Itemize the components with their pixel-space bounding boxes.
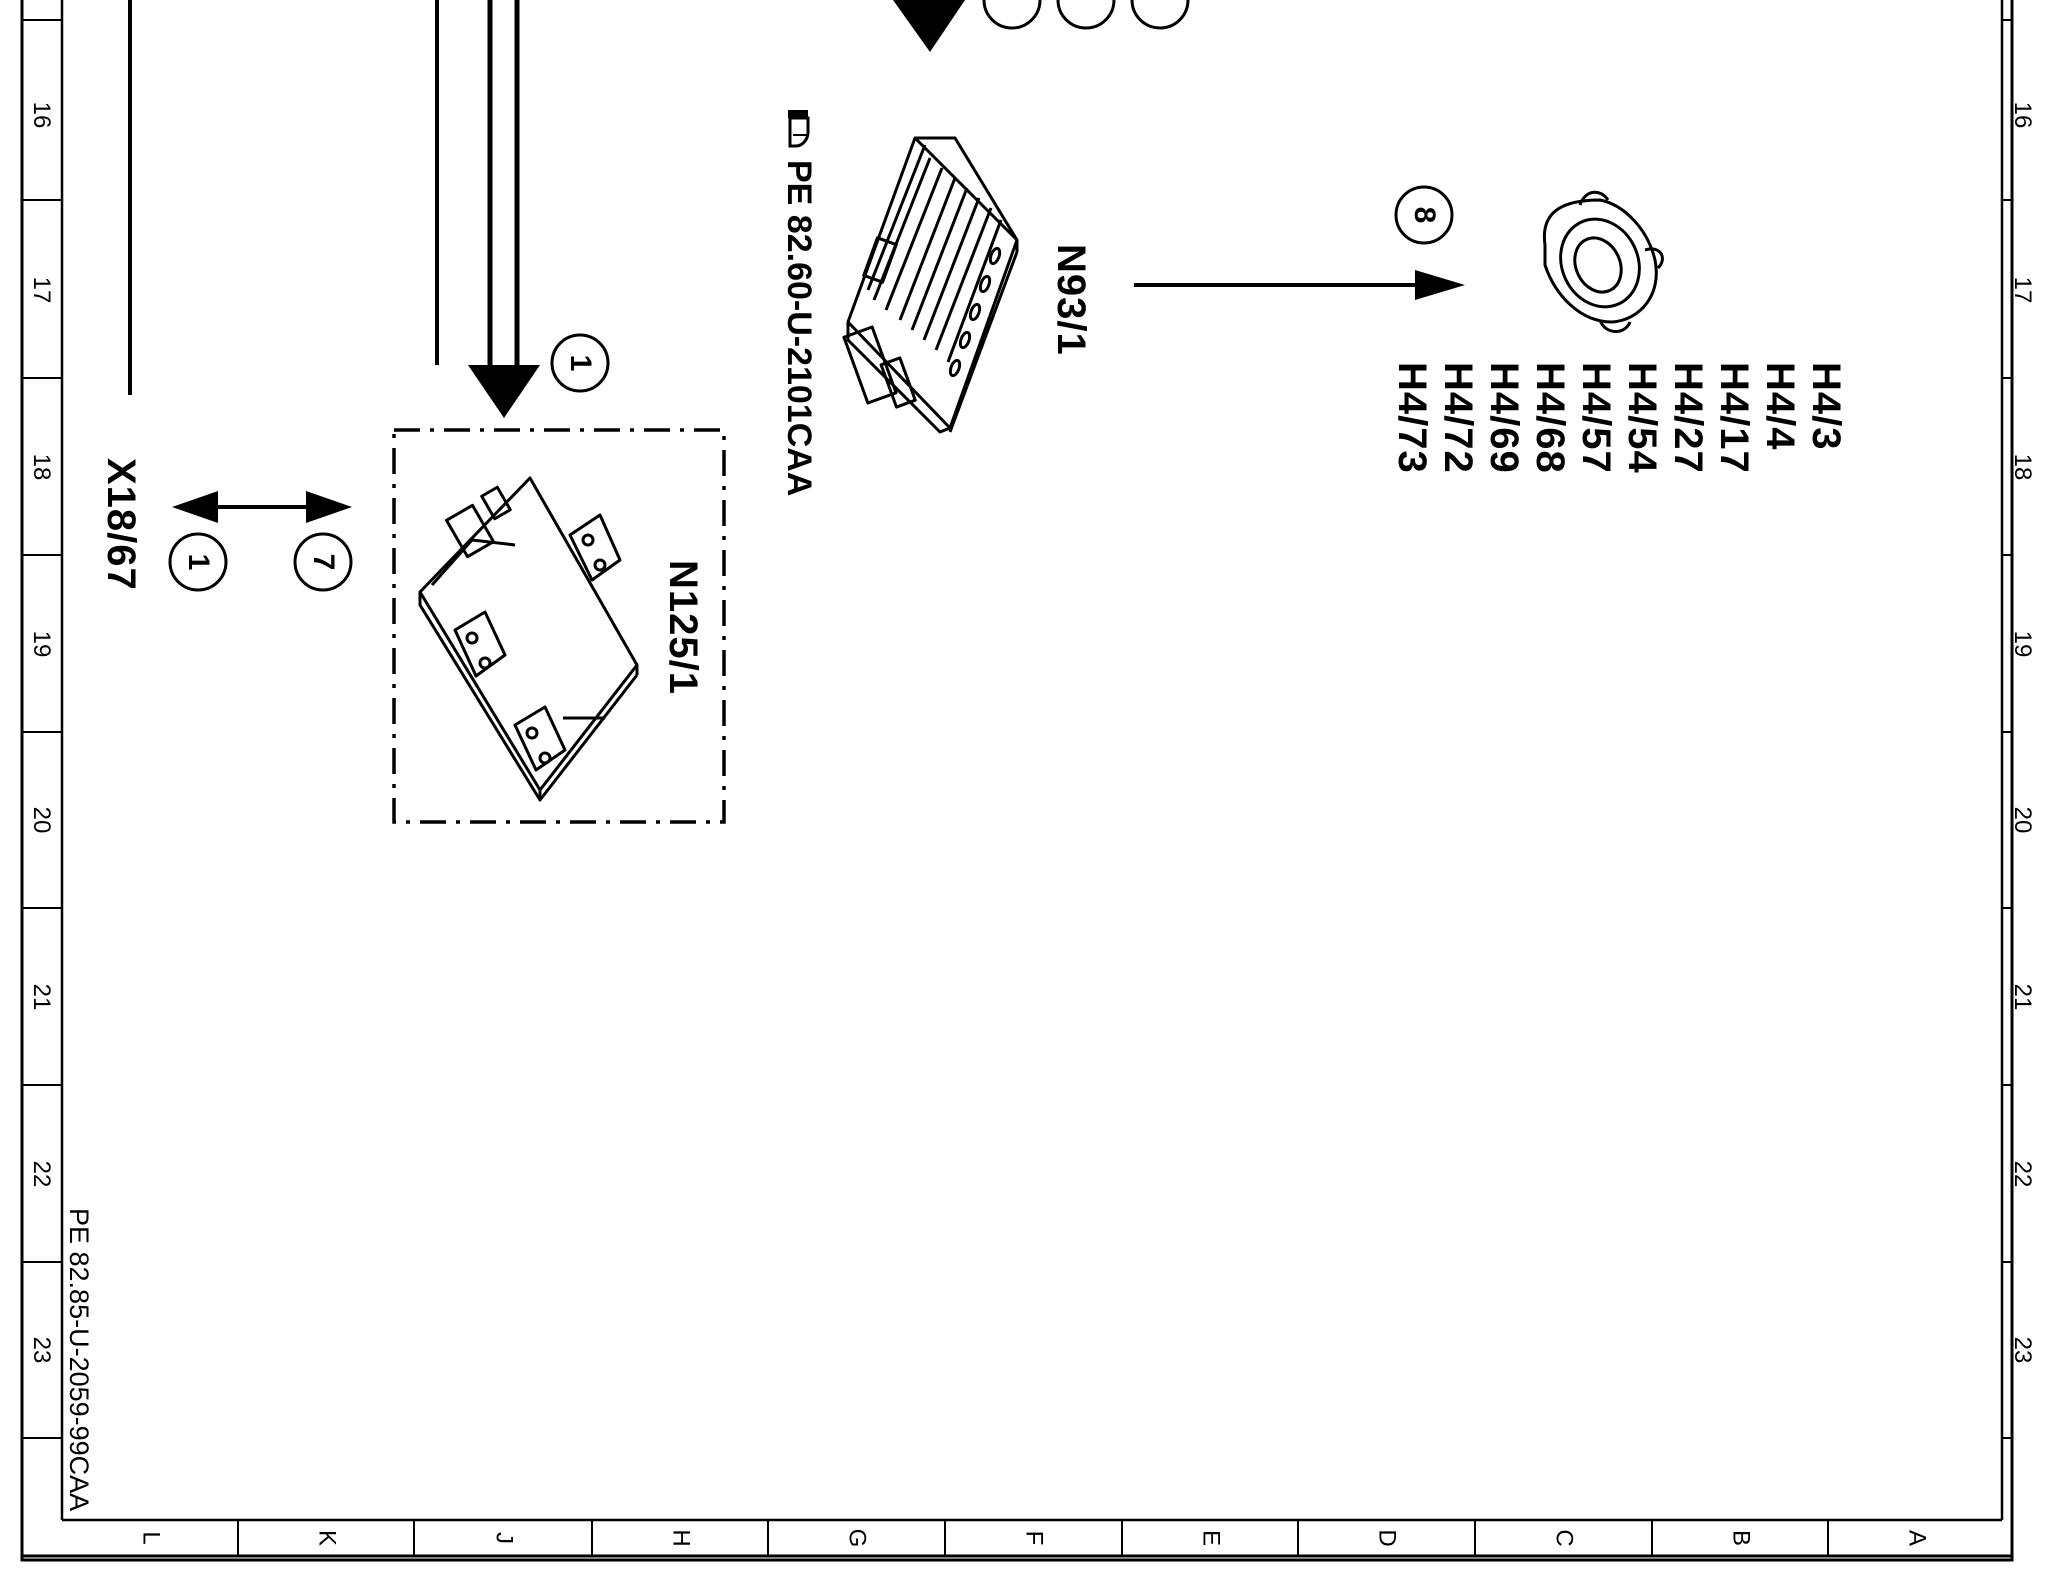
module-n93-reference: PE 82.60-U-2101CAA	[780, 160, 818, 496]
amplifier-n93-icon	[842, 136, 1019, 434]
arrow-right-to-speaker-icon	[1415, 270, 1465, 300]
col-label-H: H	[668, 1529, 695, 1546]
module-n93-1: PE 82.60-U-2101CAA N93/1	[780, 110, 1465, 496]
row-label-22-left: 22	[28, 1161, 55, 1188]
speaker-label-1: H4/4	[1758, 362, 1802, 451]
col-label-A: A	[1904, 1530, 1931, 1546]
row-label-18-left: 18	[28, 454, 55, 481]
row-label-23-left: 23	[28, 1337, 55, 1364]
callout-8: 8	[1408, 207, 1441, 224]
row-label-20-left: 20	[28, 807, 55, 834]
connector-label: X18/67	[99, 458, 143, 591]
col-label-C: C	[1551, 1529, 1578, 1546]
callout-1b: 1	[564, 355, 597, 372]
row-label-21-right: 21	[2009, 984, 2036, 1011]
row-label-17-right: 17	[2009, 277, 2036, 304]
arrow-right-icon	[306, 491, 352, 523]
upstream-wires	[128, 0, 520, 395]
connector-x18-67: X18/67 1 7	[99, 458, 353, 592]
row-label-22-right: 22	[2009, 1161, 2036, 1188]
module-n93-label: N93/1	[1049, 244, 1093, 356]
row-label-18-right: 18	[2009, 454, 2036, 481]
callout-7-circle-icon	[293, 532, 353, 592]
speaker-group: 8 H4/3 H4/4 H4/17 H4/27 H4/54 H4/57 H4/6…	[1390, 185, 1848, 474]
callout-8-circle-icon	[1394, 185, 1454, 245]
speaker-label-5: H4/57	[1574, 362, 1618, 474]
col-label-G: G	[844, 1529, 871, 1548]
row-label-17-left: 17	[28, 277, 55, 304]
pointing-hand-icon	[788, 110, 810, 148]
col-label-F: F	[1021, 1531, 1048, 1546]
document-code: PE 82.85-U-2059-99CAA	[64, 1208, 94, 1511]
speaker-label-8: H4/72	[1436, 362, 1480, 474]
flow-arrow-down-icon	[468, 365, 540, 418]
speaker-label-7: H4/69	[1482, 362, 1526, 474]
callout-1: 1	[182, 554, 215, 571]
row-label-19-left: 19	[28, 631, 55, 658]
row-label-19-right: 19	[2009, 631, 2036, 658]
speaker-label-2: H4/17	[1712, 362, 1756, 474]
arrow-left-icon	[172, 491, 218, 523]
flow-arrow-down-top-icon	[893, 0, 965, 52]
col-label-B: B	[1728, 1530, 1755, 1546]
callout-7: 7	[307, 554, 340, 571]
speaker-label-6: H4/68	[1528, 362, 1572, 474]
col-label-K: K	[314, 1530, 341, 1546]
sheet-frame	[20, 0, 2014, 1562]
module-n125-label: N125/1	[661, 560, 705, 695]
partial-callouts-top	[982, 0, 1190, 30]
callout-1b-circle-icon	[550, 333, 610, 393]
row-label-16-right: 16	[2009, 102, 2036, 129]
speaker-label-9: H4/73	[1390, 362, 1434, 474]
module-n125-1: N125/1 1	[392, 333, 726, 824]
speaker-label-4: H4/54	[1620, 362, 1664, 474]
col-label-J: J	[491, 1532, 518, 1544]
row-label-21-left: 21	[28, 984, 55, 1011]
speaker-icon	[1542, 190, 1664, 333]
column-ruler: L K J H G F E D C B A	[138, 1520, 1931, 1556]
col-label-D: D	[1374, 1529, 1401, 1546]
col-label-E: E	[1198, 1530, 1225, 1546]
speaker-label-3: H4/27	[1666, 362, 1710, 474]
callout-1-circle-icon	[168, 532, 228, 592]
row-label-23-right: 23	[2009, 1337, 2036, 1364]
control-unit-n125-icon	[418, 476, 639, 802]
row-ruler: 16 17 18 19 20 21 22 23 16 17 18 19 20 2…	[22, 19, 2036, 1439]
row-label-16-left: 16	[28, 102, 55, 129]
speaker-label-0: H4/3	[1804, 362, 1848, 451]
module-boundary-dashed	[392, 428, 726, 824]
col-label-L: L	[138, 1531, 165, 1544]
row-label-20-right: 20	[2009, 807, 2036, 834]
